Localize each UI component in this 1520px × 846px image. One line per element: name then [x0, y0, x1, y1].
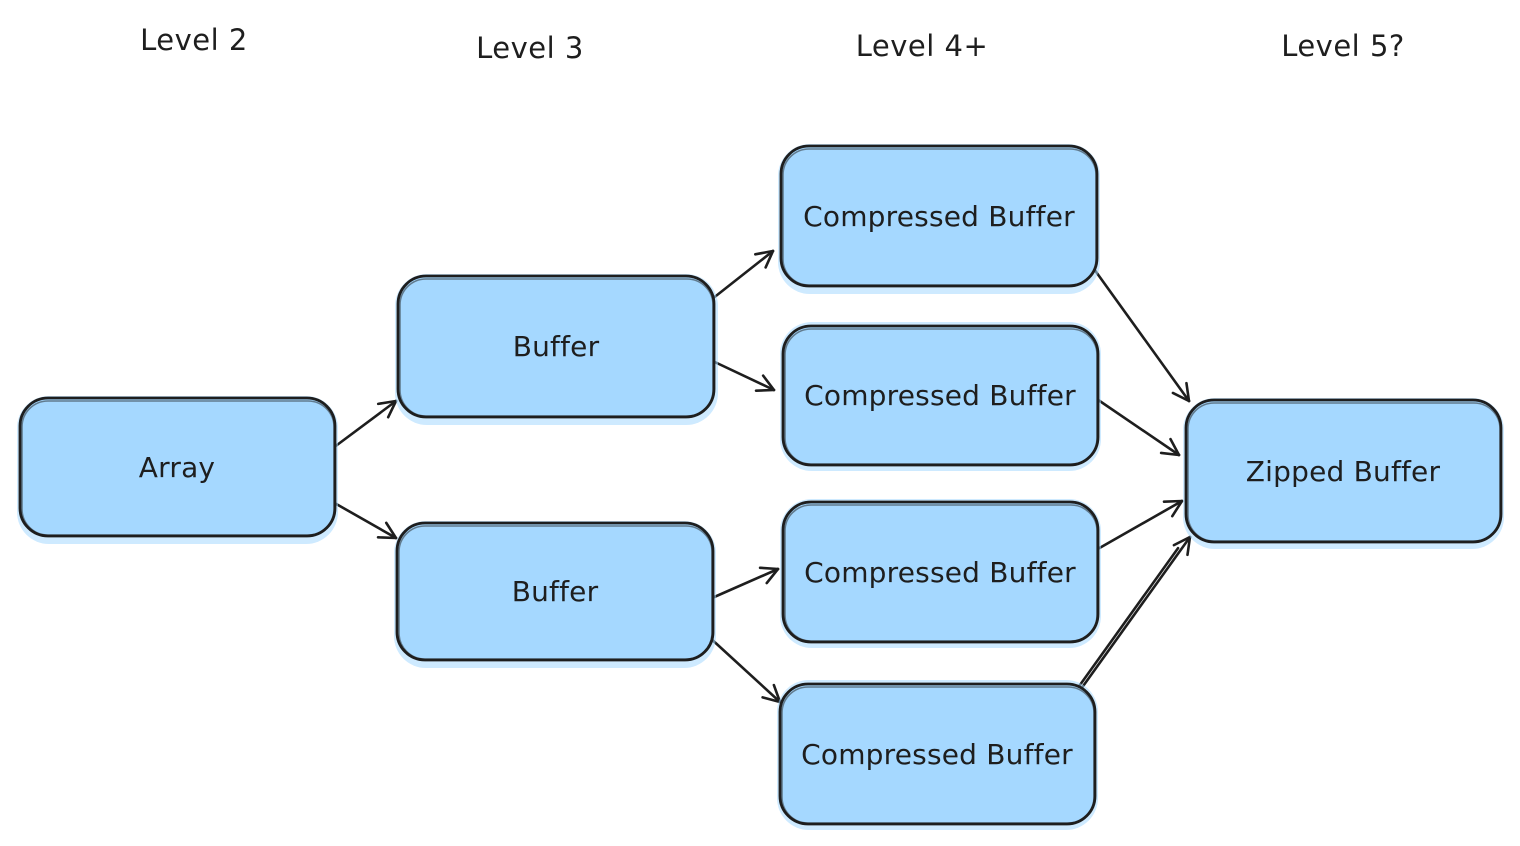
arrow-compressed-3-to-zipped[interactable] — [1087, 499, 1184, 556]
arrow-stroke — [705, 249, 775, 305]
node-compressed-buffer-4-label: Compressed Buffer — [801, 738, 1073, 771]
arrow-stroke — [1086, 391, 1181, 457]
node-buffer-bottom[interactable]: Buffer — [394, 521, 716, 668]
arrow-buffer-bottom-to-compressed-3[interactable] — [710, 566, 780, 600]
arrow-stroke — [765, 567, 780, 585]
arrow-stroke — [1169, 437, 1181, 457]
arrow-compressed-2-to-zipped[interactable] — [1086, 391, 1181, 457]
node-compressed-buffer-1[interactable]: Compressed Buffer — [778, 144, 1100, 294]
node-compressed-buffer-2[interactable]: Compressed Buffer — [780, 322, 1101, 471]
arrow-stroke — [764, 249, 775, 269]
arrow-stroke — [754, 249, 775, 256]
node-array[interactable]: Array — [17, 396, 338, 544]
arrow-stroke — [1092, 267, 1191, 403]
arrow-array-to-buffer-top[interactable] — [331, 399, 398, 450]
node-compressed-buffer-3[interactable]: Compressed Buffer — [780, 499, 1101, 648]
arrow-stroke — [1159, 451, 1181, 457]
node-buffer-bottom-label: Buffer — [512, 575, 599, 608]
node-compressed-buffer-2-label: Compressed Buffer — [804, 379, 1076, 412]
arrow-stroke — [1087, 499, 1184, 556]
column-header-level-4[interactable]: Level 4+ — [856, 29, 989, 63]
node-zipped-buffer-label: Zipped Buffer — [1246, 455, 1441, 488]
node-array-label: Array — [139, 451, 215, 484]
arrow-stroke — [1171, 391, 1191, 403]
arrow-stroke — [710, 567, 780, 600]
arrow-stroke — [761, 696, 782, 704]
arrow-stroke — [758, 566, 780, 571]
arrow-stroke — [1162, 499, 1184, 503]
arrow-stroke — [754, 388, 776, 393]
arrow-stroke — [706, 634, 782, 704]
arrow-stroke — [1072, 546, 1180, 696]
arrow-stroke — [1074, 535, 1192, 698]
arrow-stroke — [772, 683, 782, 704]
node-buffer-top[interactable]: Buffer — [395, 274, 718, 425]
arrow-stroke — [1170, 499, 1184, 518]
node-zipped-buffer[interactable]: Zipped Buffer — [1183, 398, 1504, 549]
arrow-stroke — [1172, 535, 1192, 547]
arrow-compressed-1-to-zipped[interactable] — [1092, 267, 1191, 403]
arrow-stroke — [1185, 381, 1191, 403]
node-compressed-buffer-4[interactable]: Compressed Buffer — [777, 680, 1098, 830]
node-buffer-top-label: Buffer — [513, 330, 600, 363]
column-header-level-5[interactable]: Level 5? — [1281, 29, 1405, 63]
arrow-stroke — [1186, 535, 1192, 557]
arrow-stroke — [376, 536, 398, 540]
arrow-buffer-bottom-to-compressed-4[interactable] — [706, 634, 782, 704]
arrow-compressed-4-to-zipped[interactable] — [1072, 535, 1192, 698]
arrow-stroke — [761, 374, 776, 392]
node-compressed-buffer-3-label: Compressed Buffer — [804, 556, 1076, 589]
column-header-level-3[interactable]: Level 3 — [476, 31, 584, 65]
node-compressed-buffer-1-label: Compressed Buffer — [803, 200, 1075, 233]
arrow-buffer-top-to-compressed-1[interactable] — [705, 249, 775, 305]
column-header-level-2[interactable]: Level 2 — [140, 23, 248, 57]
arrow-stroke — [386, 399, 398, 419]
arrow-stroke — [384, 521, 398, 540]
arrow-stroke — [331, 399, 398, 450]
arrow-stroke — [376, 399, 398, 406]
